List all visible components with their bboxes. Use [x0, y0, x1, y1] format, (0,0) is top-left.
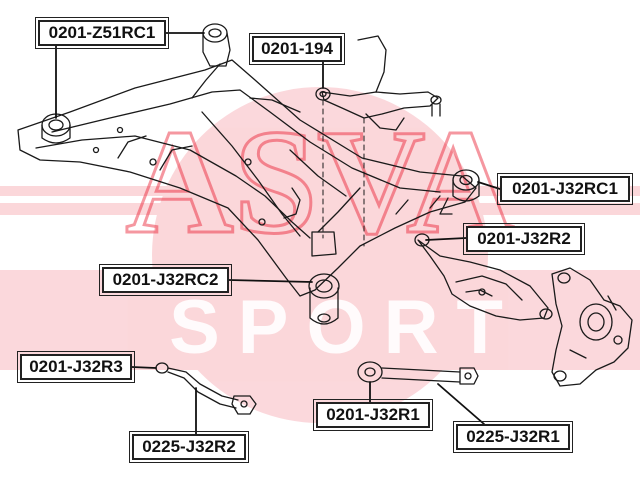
label-0201-j32rc2: 0201-J32RC2 — [99, 264, 232, 296]
leader-lines — [55, 32, 501, 437]
label-0201-j32r2: 0201-J32R2 — [463, 223, 585, 255]
rod-j32r3 — [155, 362, 257, 415]
label-0201-z51rc1: 0201-Z51RC1 — [35, 17, 169, 49]
label-0201-j32r1: 0201-J32R1 — [313, 399, 433, 431]
label-0225-j32r2: 0225-J32R2 — [129, 431, 249, 463]
watermark-stripe-top — [0, 186, 640, 196]
watermark-stripe-mid — [0, 203, 640, 215]
bushing-j32rc2 — [308, 231, 340, 325]
bushing-top-mount — [202, 23, 231, 67]
dashed-guides — [322, 99, 365, 247]
label-0201-j32r3: 0201-J32R3 — [17, 351, 135, 383]
watermark-sub: SPORT — [169, 285, 521, 370]
bushing-j32rc1 — [439, 169, 480, 215]
label-0201-194: 0201-194 — [249, 33, 345, 65]
label-0201-j32rc1: 0201-J32RC1 — [497, 173, 633, 205]
upper-arm-194 — [315, 35, 442, 131]
hub-knuckle — [551, 267, 633, 387]
label-0225-j32r1: 0225-J32R1 — [453, 421, 573, 453]
rear-subframe — [17, 59, 477, 297]
rod-j32r1 — [357, 361, 479, 385]
